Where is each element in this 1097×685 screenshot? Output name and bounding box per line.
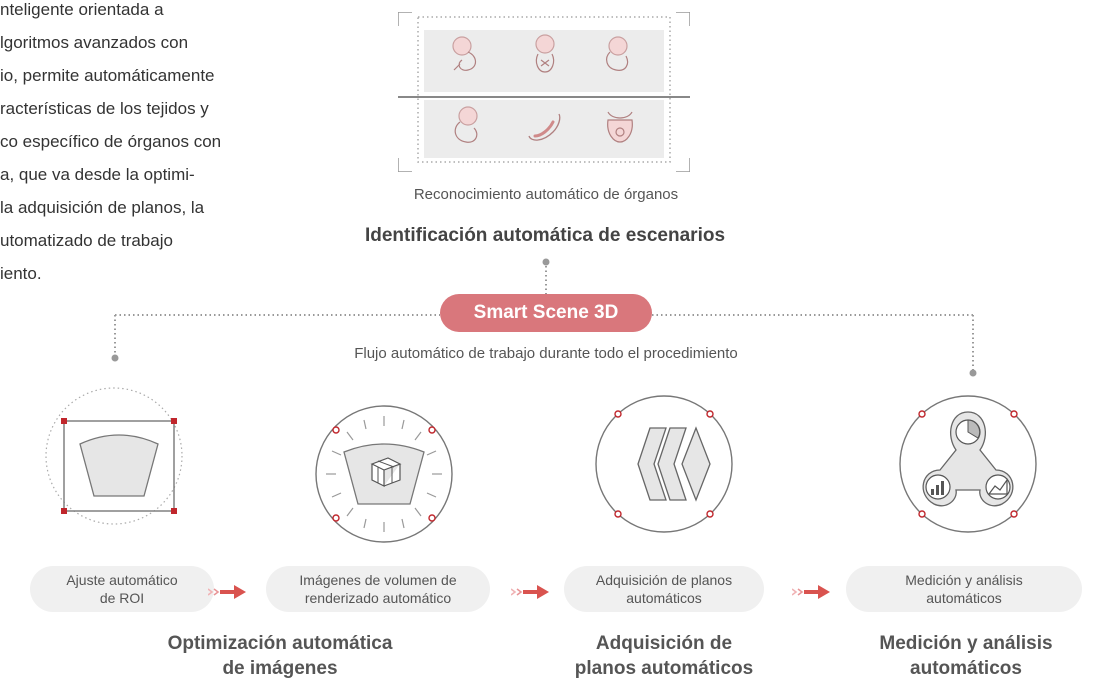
roi-icon <box>45 387 183 525</box>
intro-line: nteligente orientada a <box>0 0 164 19</box>
arrow-right-icon <box>792 585 830 599</box>
group-title-line: Medición y análisis <box>879 633 1053 654</box>
group-title-line: automáticos <box>910 658 1022 679</box>
workflow-caption: Flujo automático de trabajo durante todo… <box>354 345 738 362</box>
fetus-profile-icon <box>606 36 629 71</box>
thyroid-icon <box>607 111 633 143</box>
organ-recognition-caption: Reconocimiento automático de órganos <box>413 186 679 203</box>
group-title-measurement: Medición y análisis automáticos <box>848 631 1084 681</box>
step-label: renderizado automático <box>304 590 452 606</box>
intro-line: a, que va desde la optimi- <box>0 165 195 184</box>
intro-line: la adquisición de planos, la <box>0 198 205 217</box>
fetus-icon <box>454 106 478 143</box>
step-label: Ajuste automático <box>66 572 178 588</box>
step-label: automáticos <box>626 590 702 606</box>
step-label: Medición y análisis <box>905 572 1023 588</box>
intro-line: iento. <box>0 264 42 283</box>
arrow-right-icon <box>208 585 246 599</box>
intro-line: lgoritmos avanzados con <box>0 33 189 52</box>
group-title-optimization: Optimización automática de imágenes <box>120 631 440 681</box>
step-label: Imágenes de volumen de <box>299 572 457 588</box>
intro-line: utomatizado de trabajo <box>0 231 173 250</box>
step-label: de ROI <box>99 590 145 606</box>
measurement-icon <box>899 395 1037 533</box>
step-measurement-pill: Medición y análisis automáticos <box>846 566 1082 612</box>
group-title-line: Adquisición de <box>595 633 733 654</box>
step-roi-pill: Ajuste automático de ROI <box>30 566 214 612</box>
arrow-right-icon <box>511 585 549 599</box>
plane-acquisition-icon <box>595 395 733 533</box>
group-title-planes: Adquisición de planos automáticos <box>544 631 784 681</box>
smart-scene-hub: Smart Scene 3D <box>440 294 652 332</box>
step-label: Adquisición de planos <box>595 572 733 588</box>
step-label: automáticos <box>926 590 1002 606</box>
fetus-icon <box>452 36 477 71</box>
intro-line: io, permite automáticamente <box>0 66 215 85</box>
group-title-line: de imágenes <box>222 658 338 679</box>
fetus-heart-icon <box>535 34 555 73</box>
step-volume-pill: Imágenes de volumen de renderizado autom… <box>266 566 490 612</box>
intro-line: racterísticas de los tejidos y <box>0 99 209 118</box>
group-title-line: Optimización automática <box>167 633 393 654</box>
scene-identification-title: Identificación automática de escenarios <box>364 225 726 246</box>
step-planes-pill: Adquisición de planos automáticos <box>564 566 764 612</box>
intro-line: co específico de órganos con <box>0 132 222 151</box>
volume-render-icon <box>315 405 453 543</box>
group-title-line: planos automáticos <box>574 658 754 679</box>
kidney-icon <box>528 113 561 141</box>
